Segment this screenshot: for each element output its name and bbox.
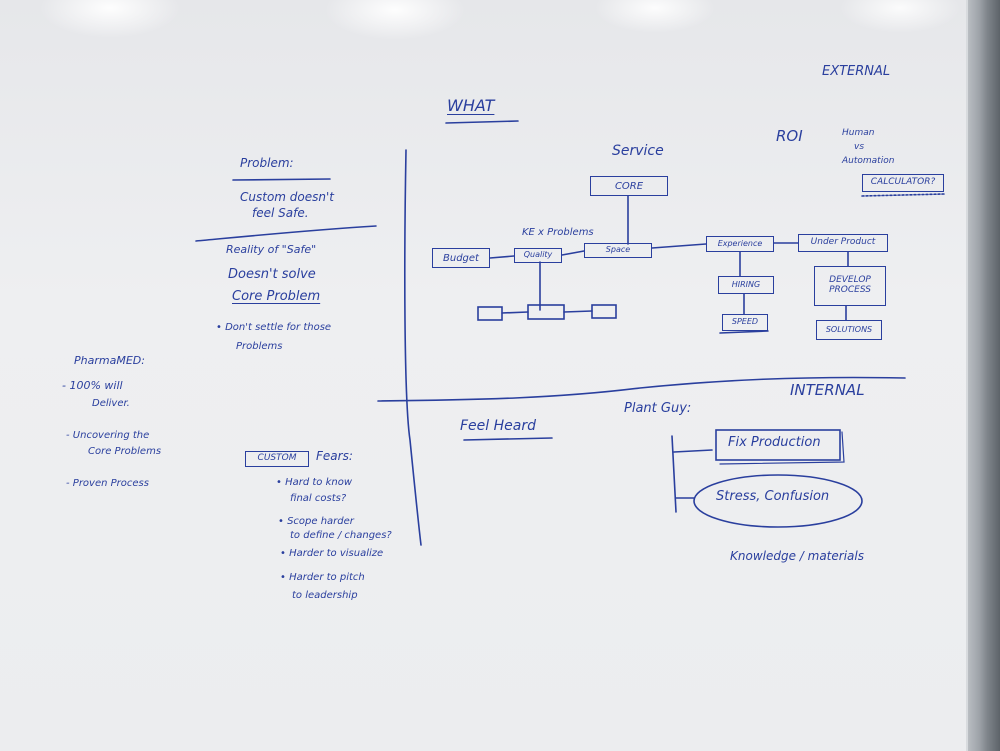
under-product-box: Under Product <box>798 234 888 252</box>
pharmamed-item-3: - Proven Process <box>66 478 149 489</box>
what-heading: WHAT <box>447 96 495 115</box>
external-heading: EXTERNAL <box>822 64 891 79</box>
problem-heading: Problem: <box>240 156 294 170</box>
pharmamed-item-1a: - 100% will <box>62 379 123 392</box>
calculator-box: CALCULATOR? <box>862 174 944 192</box>
pharmamed-item-2b: Core Problems <box>88 446 162 457</box>
reality-of-safe: Reality of "Safe" <box>226 243 317 256</box>
quality-box: Quality <box>514 248 562 263</box>
pharmamed-item-2a: - Uncovering the <box>66 430 150 441</box>
pharmamed-item-1b: Deliver. <box>92 398 130 409</box>
service-heading: Service <box>612 143 664 159</box>
knowledge-materials: Knowledge / materials <box>730 549 864 563</box>
stress-confusion: Stress, Confusion <box>716 489 830 504</box>
dont-settle-problems: Problems <box>236 341 283 352</box>
fear-4b: to leadership <box>292 590 358 601</box>
fear-3: • Harder to visualize <box>280 548 384 559</box>
solutions-box: SOLUTIONS <box>816 320 882 340</box>
roi-vs: vs <box>854 142 865 152</box>
roi-automation: Automation <box>842 156 895 166</box>
fear-4a: • Harder to pitch <box>280 572 365 583</box>
whiteboard-surface <box>0 0 968 751</box>
experience-box: Experience <box>706 236 774 252</box>
custom-box: CUSTOM <box>245 451 309 467</box>
doesnt-solve: Doesn't solve <box>228 267 316 282</box>
problem-line-2: feel Safe. <box>252 206 309 220</box>
feel-heard: Feel Heard <box>460 418 536 434</box>
fear-2a: • Scope harder <box>278 516 354 527</box>
ke-problems: KE x Problems <box>522 227 594 238</box>
fear-1a: • Hard to know <box>276 477 353 488</box>
develop-process-box: DEVELOP PROCESS <box>814 266 886 306</box>
fix-production: Fix Production <box>728 435 821 450</box>
problem-line-1: Custom doesn't <box>240 190 334 204</box>
roi-human: Human <box>842 128 875 138</box>
dont-settle: • Don't settle for those <box>216 322 332 333</box>
space-box: Space <box>584 243 652 258</box>
budget-box: Budget <box>432 248 490 268</box>
hiring-box: HIRING <box>718 276 774 294</box>
fears-heading: Fears: <box>316 449 353 463</box>
speed-box: SPEED <box>722 314 768 331</box>
core-box: CORE <box>590 176 668 196</box>
core-problem: Core Problem <box>232 289 321 304</box>
pharmamed-heading: PharmaMED: <box>74 354 145 367</box>
fear-2b: to define / changes? <box>290 530 392 541</box>
fear-1b: final costs? <box>290 493 347 504</box>
plant-guy-heading: Plant Guy: <box>624 401 692 416</box>
roi-label: ROI <box>776 127 803 145</box>
internal-heading: INTERNAL <box>790 381 865 399</box>
whiteboard-frame <box>968 0 1000 751</box>
